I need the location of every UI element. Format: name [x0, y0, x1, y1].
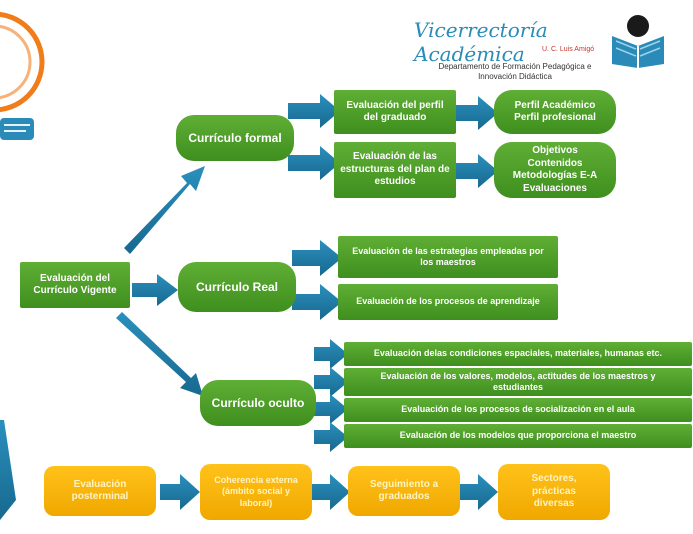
node-curriculo-oculto: Currículo oculto: [200, 380, 316, 426]
node-perfil-academico: Perfil Académico Perfil profesional: [494, 90, 616, 134]
arrow-estructuras-to-objetivos: [456, 154, 498, 188]
arrow-posterminal-to-coherencia: [160, 474, 200, 510]
arrow-real-to-estrategias: [292, 240, 342, 276]
department-line-2: Innovación Didáctica: [478, 72, 552, 81]
book-reader-icon: [612, 15, 664, 68]
node-curriculo-real: Currículo Real: [178, 262, 296, 312]
node-evaluacion-posterminal: Evaluación posterminal: [44, 466, 156, 516]
node-objetivos: Objetivos Contenidos Metodologías E-A Ev…: [494, 142, 616, 198]
node-seguimiento-graduados: Seguimiento a graduados: [348, 466, 460, 516]
partial-logo-graphic: [0, 11, 45, 140]
department-line-1: Departamento de Formación Pedagógica e: [438, 62, 592, 71]
arrow-oculto-to-socializacion: [314, 394, 348, 424]
arrow-root-to-real: [132, 274, 178, 306]
node-evaluacion-condiciones: Evaluación delas condiciones espaciales,…: [344, 342, 692, 366]
arrow-seguimiento-to-sectores: [458, 474, 498, 510]
arrow-oculto-to-condiciones: [314, 339, 348, 369]
department-label: Departamento de Formación Pedagógica e I…: [420, 62, 610, 82]
node-curriculo-formal: Currículo formal: [176, 115, 294, 161]
node-evaluacion-modelos: Evaluación de los modelos que proporcion…: [344, 424, 692, 448]
arrow-formal-to-estructuras: [288, 146, 340, 180]
arrow-real-to-aprendizaje: [292, 284, 342, 320]
arrow-oculto-to-valores: [314, 367, 348, 397]
arrow-root-to-oculto: [116, 312, 203, 396]
arrow-root-to-formal: [124, 166, 205, 254]
node-evaluacion-socializacion: Evaluación de los procesos de socializac…: [344, 398, 692, 422]
node-evaluacion-estructuras: Evaluación de las estructuras del plan d…: [334, 142, 456, 198]
node-evaluacion-estrategias: Evaluación de las estrategias empleadas …: [338, 236, 558, 278]
logo-title: Vicerrectoría Académica: [414, 18, 548, 66]
node-sectores-practicas: Sectores, prácticas diversas: [498, 464, 610, 520]
logo-block: Vicerrectoría Académica U. C. Luis Amigó: [414, 18, 634, 66]
arrow-formal-to-perfil: [288, 94, 340, 128]
node-curriculo-vigente: Evaluación del Currículo Vigente: [20, 262, 130, 308]
node-evaluacion-perfil-graduado: Evaluación del perfil del graduado: [334, 90, 456, 134]
node-evaluacion-aprendizaje: Evaluación de los procesos de aprendizaj…: [338, 284, 558, 320]
node-coherencia-externa: Coherencia externa (ámbito social y labo…: [200, 464, 312, 520]
logo-subtitle: U. C. Luis Amigó: [542, 46, 595, 53]
arrow-perfil-to-academico: [456, 96, 498, 130]
node-evaluacion-valores: Evaluación de los valores, modelos, acti…: [344, 368, 692, 396]
arrow-oculto-to-modelos: [314, 422, 348, 452]
left-edge-arrow: [0, 420, 16, 520]
arrow-coherencia-to-seguimiento: [312, 474, 350, 510]
